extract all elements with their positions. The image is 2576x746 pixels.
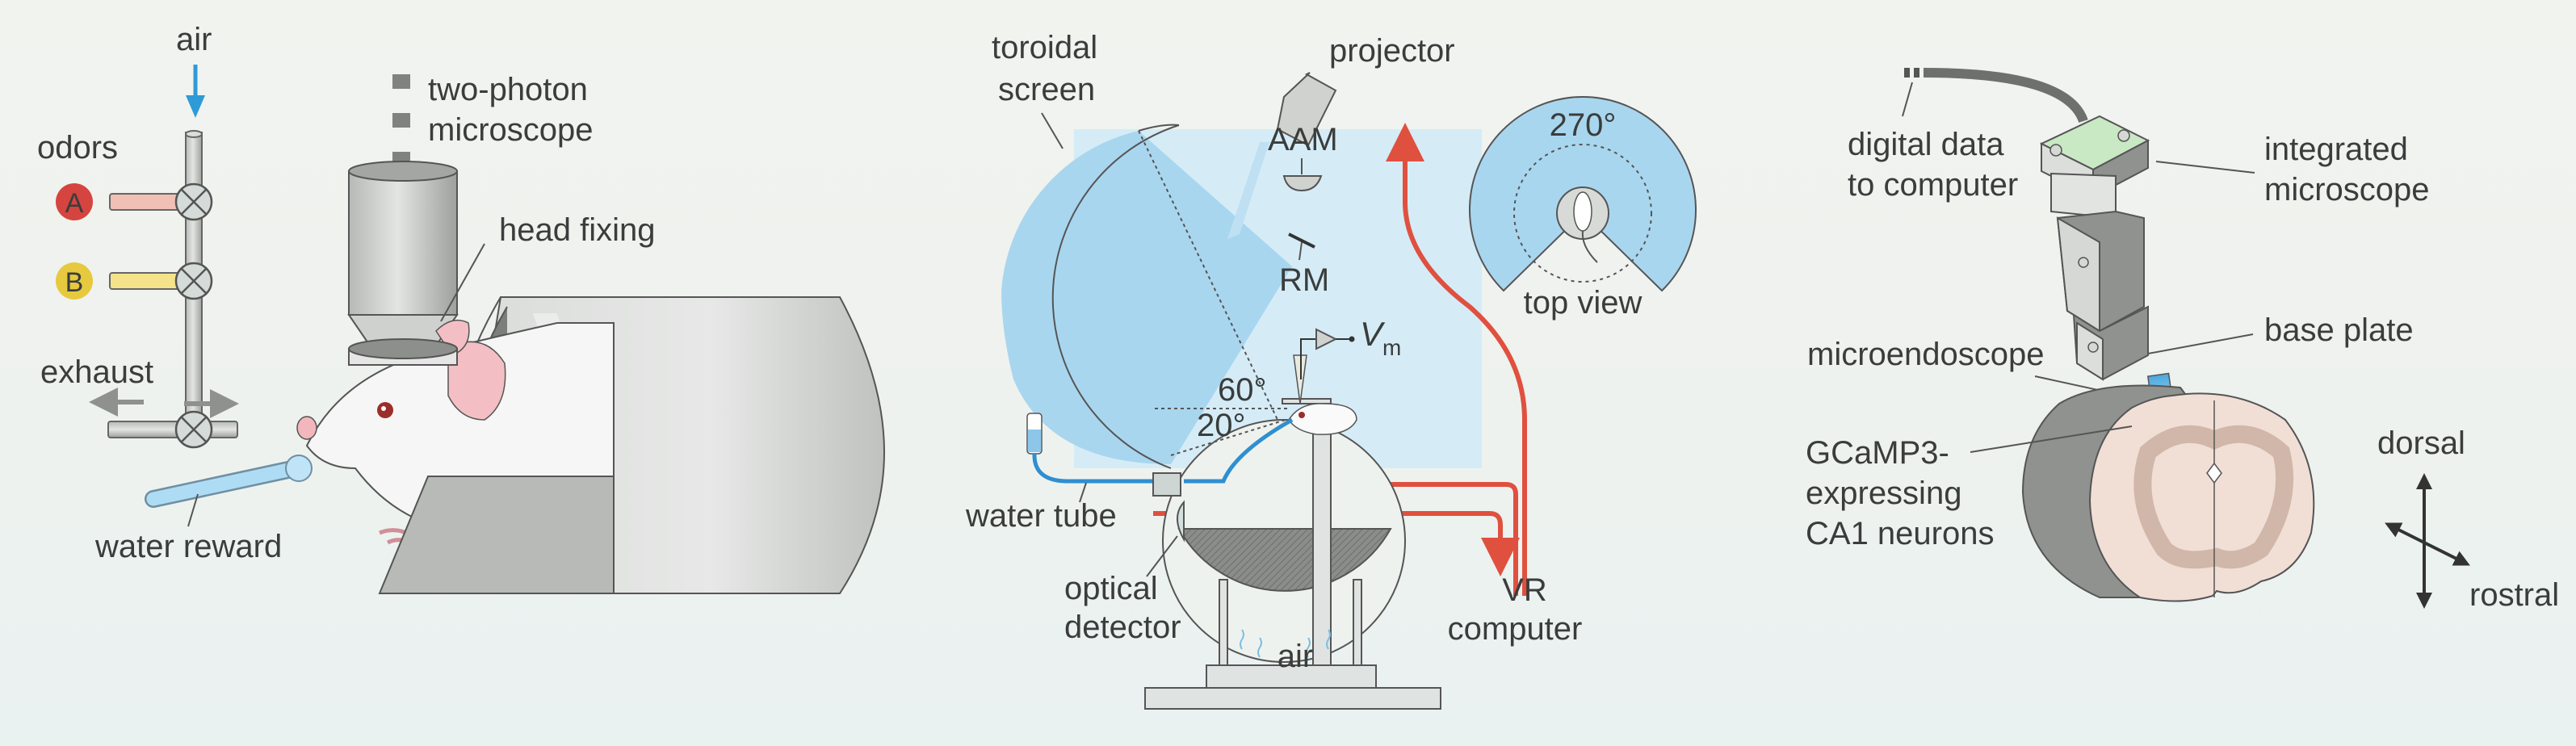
fov-angle-label: 270°	[1550, 107, 1617, 143]
coronal-brain-section	[2021, 384, 2315, 602]
exhaust-label: exhaust	[40, 354, 153, 390]
treadmill-stand	[1144, 398, 1441, 710]
aam-label: AAM	[1268, 122, 1338, 157]
air-flow-icon	[1240, 629, 1331, 658]
vr-to-water-valve-signal-arrow-icon	[1168, 465, 1518, 596]
water-reservoir-icon	[1026, 413, 1043, 455]
base-plate-label: base plate	[2264, 312, 2414, 348]
angular-amplification-mirror-icon	[1282, 175, 1323, 192]
electrode-amplifier-icon	[1293, 328, 1355, 404]
two-photon-objective	[347, 161, 459, 346]
odor-a-valve-icon	[174, 182, 213, 221]
water-tube-label: water tube	[965, 498, 1117, 534]
gcamp-label-line3: CA1 neurons	[1806, 516, 1994, 551]
projector-icon	[1276, 72, 1337, 147]
dorsal-label: dorsal	[2377, 425, 2465, 461]
vr-label-line2: computer	[1448, 611, 1583, 647]
panel-b-virtual-reality-setup: toroidal screen projector AAM RM 270° to…	[965, 30, 1697, 710]
odor-b-valve-icon	[174, 262, 213, 300]
optical-label-line1: optical	[1064, 571, 1158, 606]
water-valve-icon	[1152, 472, 1181, 497]
microscope-light-path-icon	[392, 74, 410, 166]
microendoscope-label: microendoscope	[1807, 337, 2045, 372]
rostral-label: rostral	[2469, 577, 2559, 613]
head-plate	[348, 338, 458, 366]
tube-floor	[378, 476, 615, 594]
odor-a-line: A	[56, 182, 213, 221]
top-view-label: top view	[1524, 285, 1643, 321]
projector-beam	[1227, 142, 1269, 239]
head-fixing-label: head fixing	[499, 212, 655, 248]
angle-20-label: 20°	[1197, 408, 1246, 443]
panel-a-head-fixed-setup: air odors A B	[37, 22, 886, 594]
vr-label-line1: VR	[1502, 572, 1547, 608]
odor-a-badge	[56, 183, 93, 220]
optical-detector-icon	[1177, 500, 1185, 543]
integrated-label-line1: integrated	[2264, 132, 2408, 167]
odors-label: odors	[37, 130, 118, 166]
projector-label: projector	[1329, 33, 1455, 69]
integrated-microscope	[2039, 115, 2150, 381]
gcamp-label-line2: expressing	[1806, 476, 1961, 511]
toroidal-label-line1: toroidal	[992, 30, 1097, 65]
air-inflow-arrow-icon	[186, 65, 205, 118]
odor-b-tube	[109, 272, 183, 290]
rm-label: RM	[1279, 262, 1329, 298]
data-cable-icon	[1904, 68, 2088, 124]
digital-label-line2: to computer	[1848, 167, 2018, 203]
odor-b-line: B	[56, 262, 213, 300]
detector-to-vr-signal-arrow-icon	[1153, 511, 1520, 576]
water-tube	[1032, 417, 1294, 484]
optical-label-line2: detector	[1064, 610, 1181, 645]
air-label-b: air	[1278, 639, 1313, 674]
vr-to-projector-signal-arrow-icon	[1386, 123, 1527, 596]
toroidal-label-line2: screen	[998, 72, 1095, 107]
vm-subscript: m	[1382, 335, 1401, 360]
microscope-label-line1: two-photon	[428, 72, 588, 107]
exhaust-valve-icon	[174, 410, 213, 449]
mouse-top-view-icon	[1573, 191, 1592, 232]
integrated-label-line2: microscope	[2264, 172, 2430, 207]
reflecting-mirror-icon	[1288, 233, 1315, 249]
digital-label-line1: digital data	[1848, 127, 2004, 162]
mouse-on-ball	[1288, 403, 1357, 435]
panel-c-miniature-microscope: digital data to computer integrated micr…	[1806, 68, 2559, 613]
odor-a-tube	[109, 193, 183, 211]
spherical-treadmill	[1162, 419, 1406, 663]
top-view-fov-diagram: 270° top view	[1469, 96, 1697, 321]
exhaust-pipe	[107, 421, 238, 438]
odor-b-badge	[56, 262, 93, 300]
vm-label: V	[1360, 315, 1386, 353]
orientation-axes-icon	[2385, 473, 2470, 609]
odor-b-label: B	[65, 267, 84, 298]
water-reward-spout	[145, 455, 313, 508]
air-label: air	[176, 22, 212, 57]
angle-60-label: 60°	[1218, 372, 1267, 408]
water-reward-label: water reward	[94, 529, 282, 564]
odor-a-label: A	[65, 188, 84, 219]
gcamp-label-line1: GCaMP3-	[1806, 435, 1949, 471]
microscope-label-line2: microscope	[428, 112, 594, 148]
